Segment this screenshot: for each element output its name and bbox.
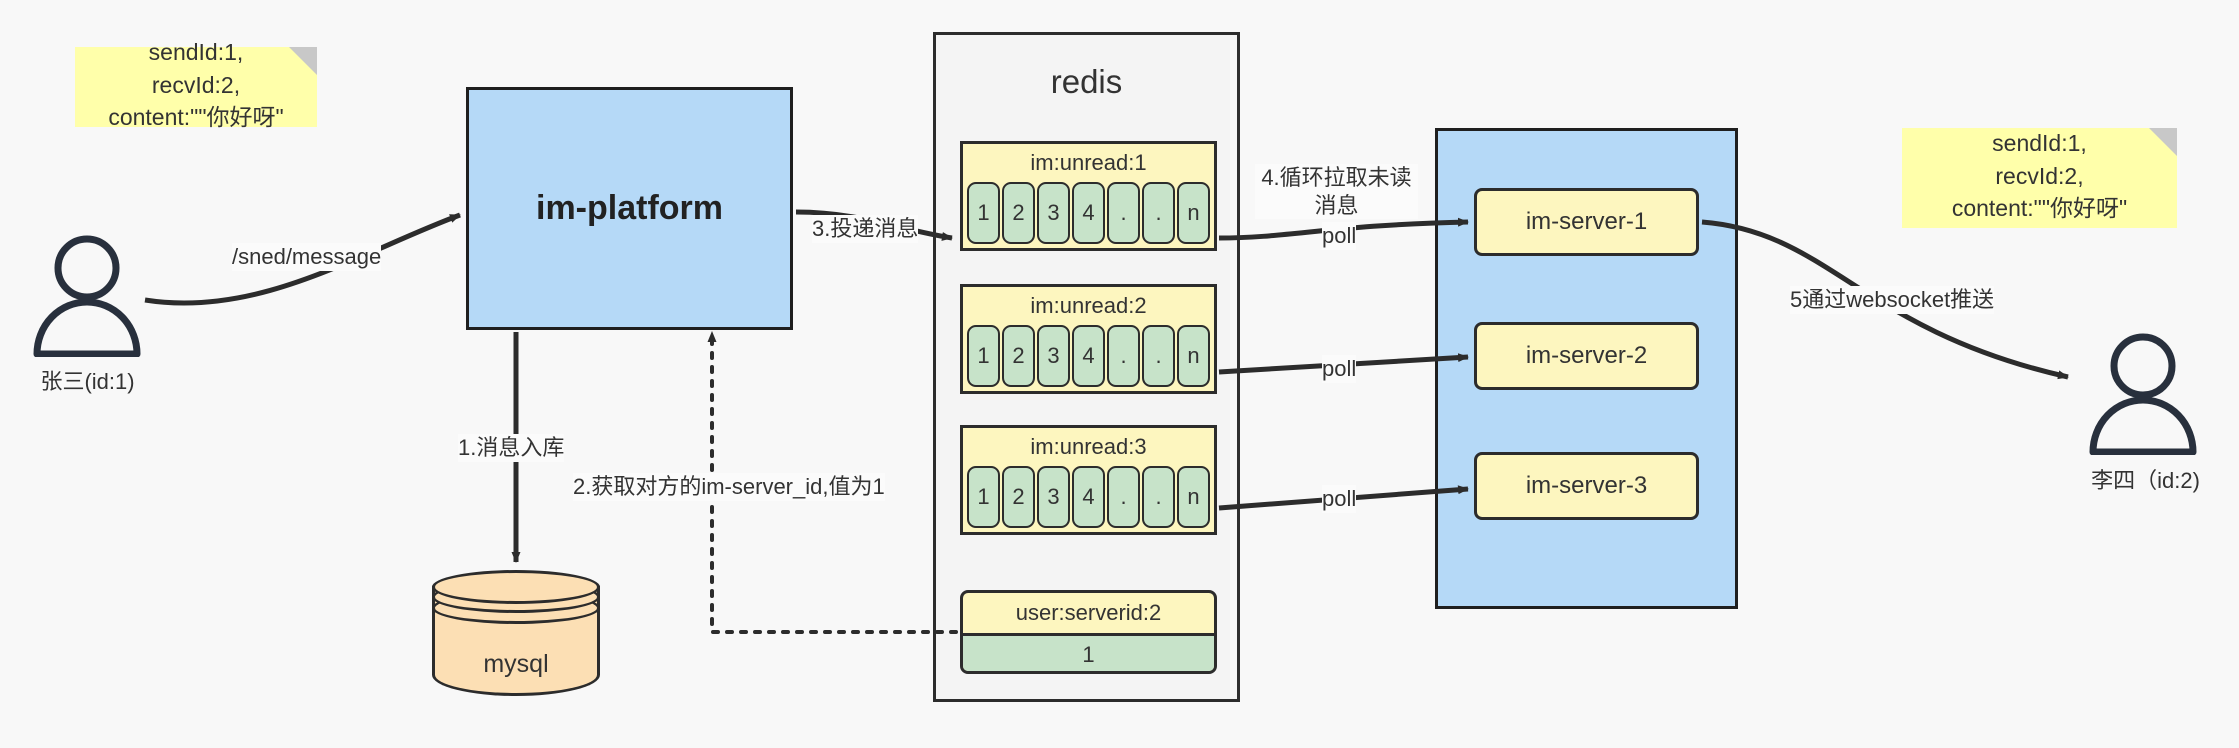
redis-list-key-2: im:unread:2 [1030,293,1147,318]
list-cell: . [1107,466,1140,528]
list-cell: 1 [967,466,1000,528]
sticky-note-left: sendId:1, recvId:2, content:""你好呀" [75,39,317,130]
actor-receiver [2078,330,2208,456]
edge-label-step1: 1.消息入库 [458,434,565,462]
im-platform-label: im-platform [536,189,723,227]
user-icon [33,235,141,358]
sticky-note-left-line2: recvId:2, [151,71,241,98]
im-server-1-box[interactable]: im-server-1 [1474,188,1699,256]
edge-label-poll-3: poll [1322,485,1357,513]
redis-list-cells-2: 1 2 3 4 . . n [963,325,1214,391]
sticky-note-right-line3: content:""你好呀" [1951,195,2128,222]
redis-list-im-unread-3[interactable]: im:unread:3 1 2 3 4 . . n [960,425,1217,535]
edge-label-send-message: /sned/message [232,243,382,271]
redis-list-cells-1: 1 2 3 4 . . n [963,182,1214,248]
redis-kv-user-serverid[interactable]: user:serverid:2 1 [960,590,1217,674]
edge-label-poll-1: poll [1322,222,1357,250]
list-cell: n [1177,325,1210,387]
redis-kv-key: user:serverid:2 [1015,600,1162,625]
sticky-note-right-line1: sendId:1, [1992,130,2087,157]
list-cell: 4 [1072,182,1105,244]
list-cell: 2 [1002,325,1035,387]
im-server-1-label: im-server-1 [1525,208,1648,235]
list-cell: 1 [967,182,1000,244]
edge-label-poll-2: poll [1322,355,1357,383]
sticky-note-left-line1: sendId:1, [148,39,244,66]
redis-list-key-1: im:unread:1 [1030,150,1147,175]
im-server-2-box[interactable]: im-server-2 [1474,322,1699,390]
redis-title: redis [1050,63,1123,100]
edge-label-step5: 5通过websocket推送 [1790,286,1995,314]
redis-list-im-unread-2[interactable]: im:unread:2 1 2 3 4 . . n [960,284,1217,394]
note-fold-icon [289,47,317,75]
sticky-note-right-line2: recvId:2, [1995,162,2084,189]
im-platform-box[interactable]: im-platform [466,87,793,330]
redis-list-key-3: im:unread:3 [1030,434,1147,459]
note-fold-icon [2149,128,2177,156]
list-cell: . [1107,325,1140,387]
list-cell: . [1142,325,1175,387]
redis-list-cells-3: 1 2 3 4 . . n [963,466,1214,532]
actor-sender [22,232,152,358]
mysql-database[interactable]: mysql [432,568,600,705]
list-cell: 3 [1037,325,1070,387]
sticky-note-left-line3: content:""你好呀" [108,104,284,131]
list-cell: 3 [1037,466,1070,528]
redis-kv-value: 1 [963,633,1214,671]
list-cell: 2 [1002,466,1035,528]
list-cell: 4 [1072,325,1105,387]
im-server-3-label: im-server-3 [1525,472,1648,499]
im-server-3-box[interactable]: im-server-3 [1474,452,1699,520]
list-cell: 3 [1037,182,1070,244]
list-cell: . [1142,182,1175,244]
list-cell: 1 [967,325,1000,387]
user-icon [2089,333,2197,456]
mysql-label: mysql [483,650,549,678]
cylinder-ring-1 [432,570,600,604]
list-cell: . [1142,466,1175,528]
actor-receiver-label: 李四（id:2) [2091,468,2200,493]
edge-label-step4: 4.循环拉取未读消息 [1255,164,1418,219]
edge-label-step3: 3.投递消息 [812,215,919,243]
list-cell: . [1107,182,1140,244]
actor-sender-label: 张三(id:1) [40,369,135,394]
redis-list-im-unread-1[interactable]: im:unread:1 1 2 3 4 . . n [960,141,1217,251]
list-cell: n [1177,466,1210,528]
im-server-2-label: im-server-2 [1525,342,1648,369]
list-cell: 2 [1002,182,1035,244]
sticky-note-right: sendId:1, recvId:2, content:""你好呀" [1902,128,2177,228]
list-cell: 4 [1072,466,1105,528]
edge-label-step2: 2.获取对方的im-server_id,值为1 [573,473,885,501]
list-cell: n [1177,182,1210,244]
